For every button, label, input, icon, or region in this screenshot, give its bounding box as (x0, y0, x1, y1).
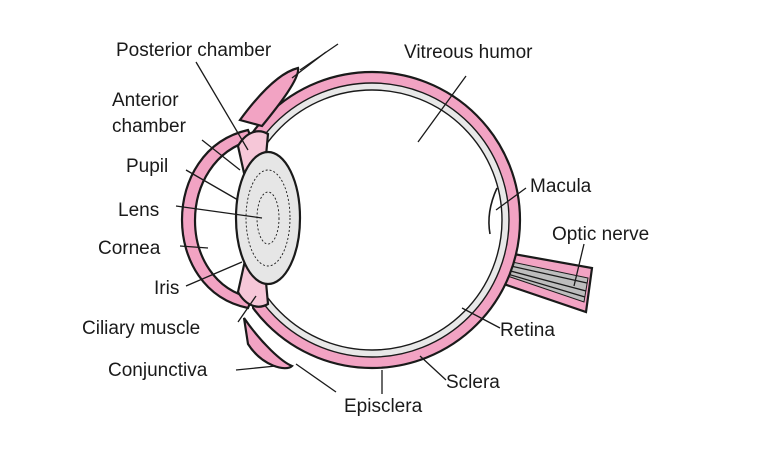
label-pupil: Pupil (126, 156, 168, 177)
leader-posterior-chamber (195, 61, 249, 151)
label-optic-nerve: Optic nerve (552, 224, 649, 245)
label-episclera: Episclera (344, 396, 423, 417)
leader-ciliary-muscle (237, 295, 257, 323)
leader-conjunctiva (235, 365, 277, 371)
leader-iris (185, 261, 243, 287)
lower-lid-line (295, 363, 337, 393)
label-iris: Iris (154, 278, 179, 299)
leader-cornea (179, 245, 209, 249)
label-cornea: Cornea (98, 238, 161, 259)
upper-lid-line-2 (291, 51, 327, 79)
labels: Posterior chamber Anterior chamber Pupil… (82, 40, 649, 417)
label-anterior-chamber-line1: Anterior (112, 90, 179, 111)
label-vitreous-humor: Vitreous humor (404, 42, 533, 63)
label-retina: Retina (500, 320, 555, 341)
macula-depression (488, 187, 498, 235)
label-lens: Lens (118, 200, 159, 221)
label-sclera: Sclera (446, 372, 500, 393)
leader-vitreous-humor (417, 75, 467, 143)
leader-macula (495, 187, 527, 211)
lower-lid (242, 317, 294, 370)
lens-inner (245, 169, 291, 267)
leader-lens (175, 205, 263, 219)
leader-sclera (419, 355, 447, 381)
label-conjunctiva: Conjunctiva (108, 360, 208, 381)
label-macula: Macula (530, 176, 592, 197)
lens-core (256, 191, 280, 245)
leader-pupil (185, 169, 239, 201)
leader-optic-nerve (573, 243, 585, 287)
leader-lines (175, 61, 585, 394)
anterior-segment (180, 43, 339, 393)
upper-lid (238, 66, 300, 128)
label-posterior-chamber: Posterior chamber (116, 40, 272, 61)
label-anterior-chamber-line2: chamber (112, 116, 187, 137)
leader-retina (461, 307, 501, 329)
globe (222, 70, 522, 370)
leader-anterior-chamber (201, 139, 241, 171)
label-ciliary-muscle: Ciliary muscle (82, 318, 200, 339)
